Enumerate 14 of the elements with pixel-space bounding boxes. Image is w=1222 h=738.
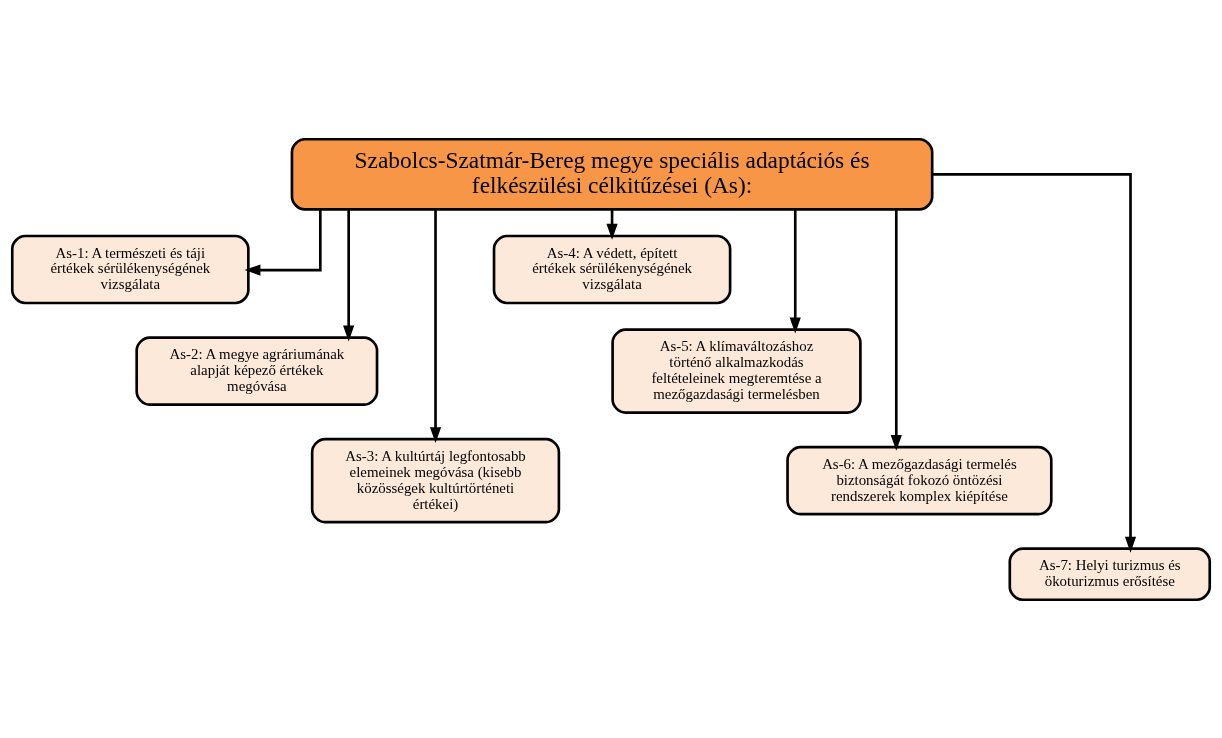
node-box: As-3: A kultúrtáj legfontosabb elemeinek megóvása (kisebb közösségek kultúrtörténeti értékei)	[310, 437, 561, 523]
node-box: As-7: Helyi turizmus és ökoturizmus erősítése	[1008, 546, 1212, 601]
arrow	[429, 209, 442, 443]
arrow	[890, 209, 902, 451]
node-box: As-4: A védett, épített értékek sérülékenységének vizsgálata	[492, 234, 732, 304]
node-box: Szabolcs-Szatmár-Bereg megye speciális adaptációs és felkészülési célkitűzései (As):	[290, 137, 934, 211]
node-box: As-2: A megye agráriumának alapját képező értékek megóvása	[135, 335, 379, 406]
node-box: As-6: A mezőgazdasági termelés biztonságát fokozó öntözési rendszerek komplex kiépítése	[786, 445, 1053, 515]
arrow	[932, 172, 1137, 553]
arrow	[343, 209, 355, 342]
node-box: As-5: A klímaváltozáshoz történő alkalmazkodás feltételeinek megteremtése a mezőgazdasági termelésben	[611, 327, 862, 414]
arrow	[789, 209, 801, 333]
node-box: As-1: A természeti és táji értékek sérülékenységének vizsgálata	[10, 234, 250, 304]
arrow	[244, 208, 322, 276]
